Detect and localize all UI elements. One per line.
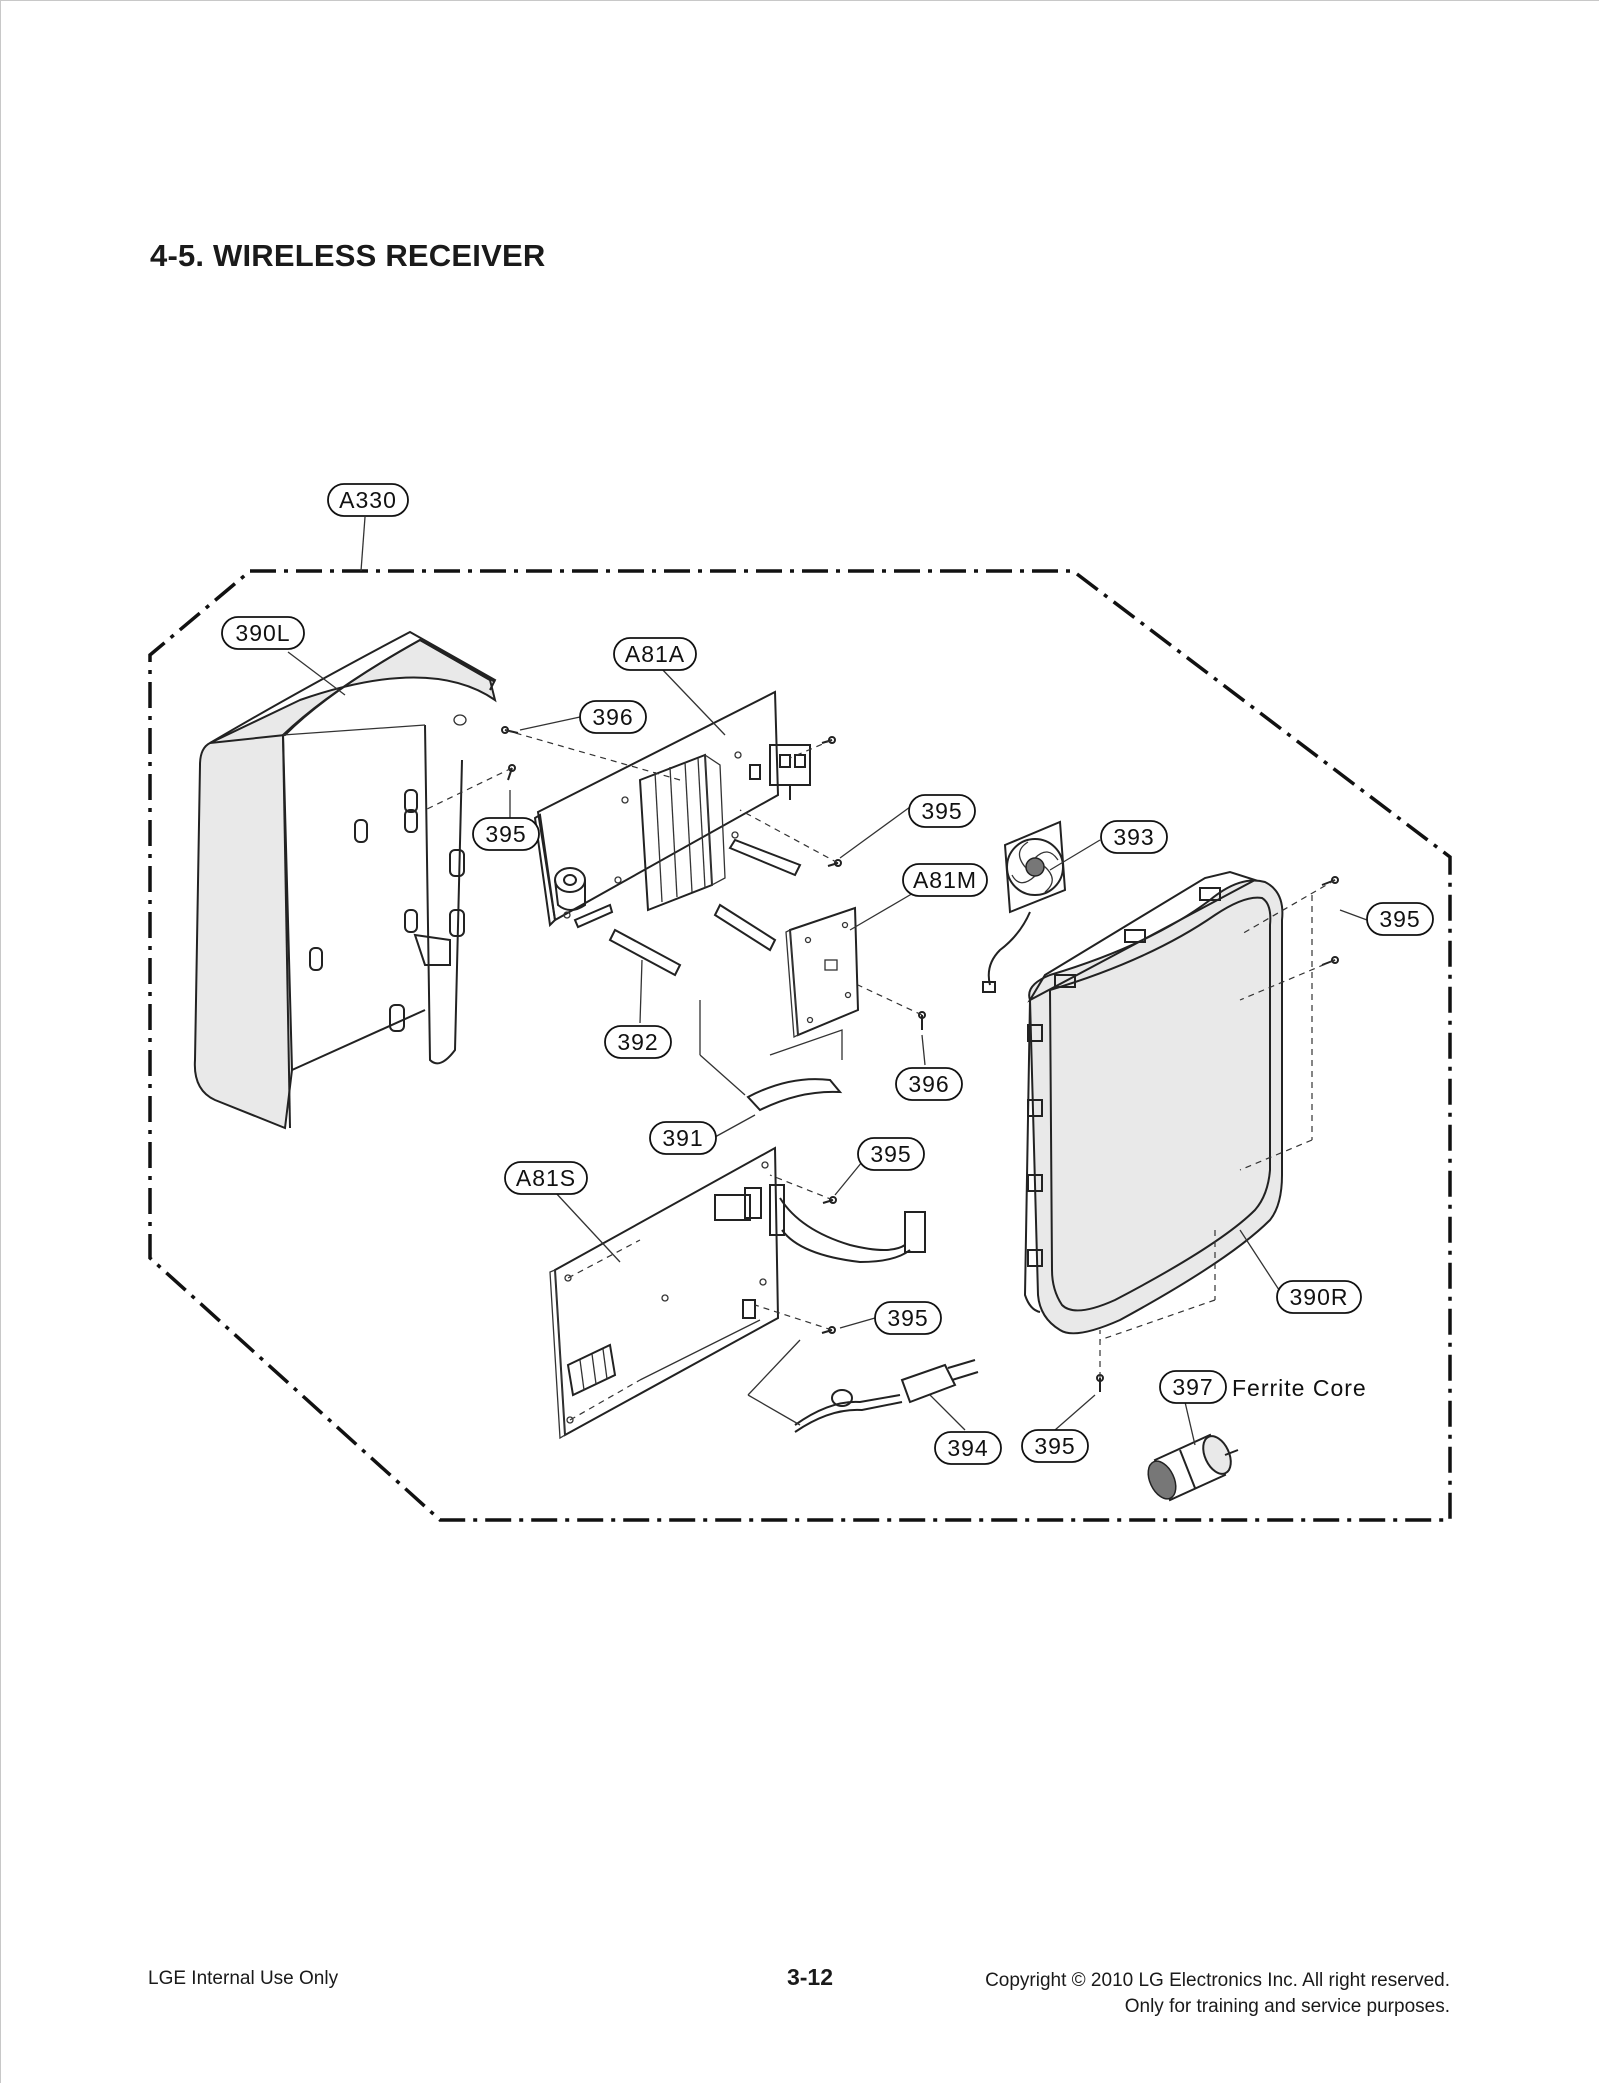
svg-text:395: 395 <box>485 821 526 847</box>
capacitor <box>554 867 586 911</box>
callout-a81m: A81M <box>902 863 988 897</box>
screw-396-top <box>501 726 519 734</box>
svg-text:395: 395 <box>870 1141 911 1167</box>
ferrite-core-397 <box>1147 1433 1239 1502</box>
spacer-rods-392 <box>573 838 802 977</box>
wire-harness <box>769 1184 926 1264</box>
svg-text:393: 393 <box>1113 824 1154 850</box>
callout-391: 391 <box>649 1121 717 1155</box>
callout-a81a: A81A <box>613 637 697 671</box>
svg-text:395: 395 <box>921 798 962 824</box>
connector-block <box>769 744 811 800</box>
callout-395-left: 395 <box>472 817 540 851</box>
svg-text:395: 395 <box>1034 1433 1075 1459</box>
callout-395-cord: 395 <box>874 1301 942 1335</box>
callout-395-a81a: 395 <box>908 794 976 828</box>
alignment-lines <box>424 729 1336 1426</box>
screw-395-right-2 <box>1321 956 1339 966</box>
heatsink-small <box>566 1343 617 1397</box>
screw-395-right-1 <box>1321 876 1339 886</box>
svg-text:A81A: A81A <box>625 641 685 667</box>
copyright-line-2: Only for training and service purposes. <box>1124 1996 1450 2017</box>
module-board-a81m <box>785 906 860 1039</box>
main-board-a81a <box>533 690 811 928</box>
callout-a330: A330 <box>327 483 409 517</box>
callout-390l: 390L <box>221 616 305 650</box>
housing-right-390r <box>1023 870 1284 1335</box>
callout-395-a81s-top: 395 <box>857 1137 925 1171</box>
svg-text:391: 391 <box>662 1125 703 1151</box>
section-title: 4-5. WIRELESS RECEIVER <box>150 238 546 273</box>
leader-lines <box>287 651 1368 1446</box>
svg-text:395: 395 <box>1379 906 1420 932</box>
callout-393: 393 <box>1100 820 1168 854</box>
screw-395-cord <box>821 1326 836 1334</box>
internal-use-notice: LGE Internal Use Only <box>148 1968 339 1989</box>
sub-board-a81s <box>549 1146 780 1440</box>
cooling-fan-393 <box>982 820 1067 993</box>
svg-text:396: 396 <box>592 704 633 730</box>
screw-396-mid <box>918 1011 926 1030</box>
svg-text:390R: 390R <box>1290 1284 1349 1310</box>
callout-396-mid: 396 <box>895 1067 963 1101</box>
housing-left-390l <box>193 630 497 1130</box>
callout-labels: A330 390L A81A 396 395 395 393 A81M <box>221 483 1434 1465</box>
svg-text:394: 394 <box>947 1435 988 1461</box>
heatsink <box>638 753 726 912</box>
callout-395-bottom: 395 <box>1021 1429 1089 1463</box>
callout-394: 394 <box>934 1431 1002 1465</box>
svg-text:A330: A330 <box>339 487 397 513</box>
page-number: 3-12 <box>786 1964 834 1990</box>
svg-text:390L: 390L <box>235 620 290 646</box>
ferrite-core-label: Ferrite Core <box>1232 1375 1367 1401</box>
svg-text:A81M: A81M <box>913 867 977 893</box>
copyright-notice: Copyright © 2010 LG Electronics Inc. All… <box>985 1968 1450 2020</box>
callout-392: 392 <box>604 1025 672 1059</box>
callout-396-top: 396 <box>579 700 647 734</box>
power-cord-394 <box>794 1359 979 1433</box>
copyright-line-1: Copyright © 2010 LG Electronics Inc. All… <box>985 1970 1450 1991</box>
svg-text:392: 392 <box>617 1029 658 1055</box>
screw-395-a81s <box>822 1196 837 1204</box>
callout-395-right: 395 <box>1366 902 1434 936</box>
ribbon-cable-391 <box>746 1029 843 1112</box>
screw-395-a81a-lower <box>827 859 842 867</box>
svg-text:397: 397 <box>1172 1374 1213 1400</box>
assembly-boundary <box>148 516 1452 1522</box>
callout-390r: 390R <box>1276 1280 1362 1314</box>
callout-a81s: A81S <box>504 1161 588 1195</box>
screw-395-left <box>507 764 516 781</box>
svg-text:395: 395 <box>887 1305 928 1331</box>
svg-text:396: 396 <box>908 1071 949 1097</box>
svg-text:A81S: A81S <box>516 1165 576 1191</box>
callout-397: 397 <box>1159 1370 1227 1404</box>
